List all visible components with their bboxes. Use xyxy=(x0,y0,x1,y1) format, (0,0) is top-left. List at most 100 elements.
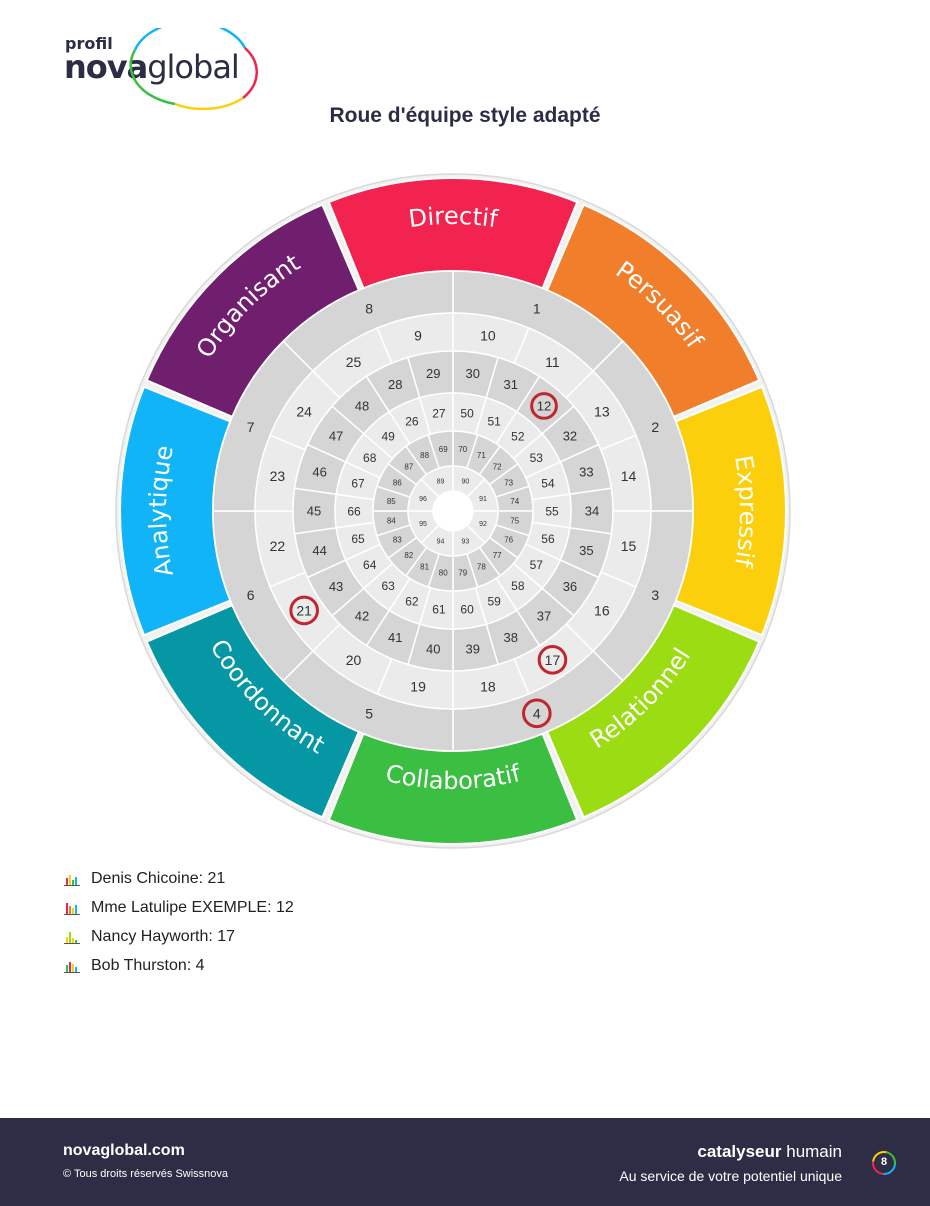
cell-number: 4 xyxy=(533,705,541,721)
cell-number: 46 xyxy=(312,465,326,480)
cell-number: 33 xyxy=(579,465,593,480)
mini-bar-chart-icon xyxy=(64,902,80,915)
mini-bar-chart-icon xyxy=(64,961,80,973)
cell-number: 29 xyxy=(426,366,440,381)
cell-number: 9 xyxy=(414,327,422,343)
footer-tagline: catalyseur humain xyxy=(697,1142,842,1161)
cell-number: 72 xyxy=(493,463,502,472)
legend-item: Mme Latulipe EXEMPLE: 12 xyxy=(64,893,294,922)
page-number-badge: 8 xyxy=(871,1150,897,1176)
cell-number: 31 xyxy=(504,377,518,392)
cell-number: 63 xyxy=(381,579,395,593)
cell-number: 17 xyxy=(545,652,561,668)
cell-number: 95 xyxy=(419,521,427,528)
cell-number: 94 xyxy=(437,539,445,546)
highlight-marker xyxy=(537,645,568,675)
legend-item: Denis Chicoine: 21 xyxy=(64,864,294,893)
legend-label: Nancy Hayworth: 17 xyxy=(91,927,236,945)
cell-number: 76 xyxy=(504,535,513,544)
cell-number: 41 xyxy=(388,630,402,645)
cell-number: 55 xyxy=(545,504,559,518)
cell-number: 68 xyxy=(363,451,377,465)
cell-number: 64 xyxy=(363,558,377,572)
cell-number: 70 xyxy=(458,445,467,454)
cell-number: 75 xyxy=(510,517,519,526)
cell-number: 28 xyxy=(388,377,402,392)
cell-number: 14 xyxy=(621,468,637,484)
cell-number: 69 xyxy=(439,445,448,454)
cell-number: 1 xyxy=(533,301,541,317)
cell-number: 38 xyxy=(504,630,518,645)
cell-number: 85 xyxy=(387,497,396,506)
legend-item: Nancy Hayworth: 17 xyxy=(64,922,294,951)
cell-number: 42 xyxy=(355,609,369,624)
cell-number: 82 xyxy=(404,551,413,560)
legend-label: Bob Thurston: 4 xyxy=(91,956,205,974)
cell-number: 7 xyxy=(247,419,255,435)
cell-number: 40 xyxy=(426,641,440,656)
cell-number: 96 xyxy=(419,496,427,503)
cell-number: 13 xyxy=(594,404,610,420)
cell-number: 67 xyxy=(351,476,365,490)
cell-number: 36 xyxy=(563,579,577,594)
cell-number: 6 xyxy=(247,587,255,603)
cell-number: 58 xyxy=(511,579,525,593)
footer-site-link[interactable]: novaglobal.com xyxy=(63,1142,185,1159)
cell-number: 92 xyxy=(479,521,487,528)
cell-number: 21 xyxy=(296,602,312,618)
logo: profil novaglobal xyxy=(60,28,270,112)
cell-number: 60 xyxy=(460,602,474,616)
highlight-marker xyxy=(289,595,319,626)
team-wheel: DirectifPersuasifExpressifRelationnelCol… xyxy=(115,173,791,849)
cell-number: 80 xyxy=(439,569,448,578)
cell-number: 48 xyxy=(355,399,369,414)
cell-number: 54 xyxy=(541,476,555,490)
cell-number: 37 xyxy=(537,609,551,624)
cell-number: 52 xyxy=(511,430,525,444)
cell-number: 89 xyxy=(437,478,445,485)
cell-number: 24 xyxy=(296,404,312,420)
cell-number: 27 xyxy=(432,406,446,420)
cell-number: 3 xyxy=(651,587,659,603)
cell-number: 16 xyxy=(594,602,610,618)
cell-number: 65 xyxy=(351,532,365,546)
footer-copyright: © Tous droits réservés Swissnova xyxy=(63,1168,229,1180)
cell-number: 88 xyxy=(420,451,429,460)
page-title: Roue d'équipe style adapté xyxy=(329,104,601,127)
highlight-marker xyxy=(522,698,552,729)
cell-number: 86 xyxy=(393,479,402,488)
cell-number: 34 xyxy=(585,504,599,519)
cell-number: 8 xyxy=(365,301,373,317)
cell-number: 56 xyxy=(541,532,555,546)
cell-number: 39 xyxy=(466,641,480,656)
cell-number: 22 xyxy=(270,538,286,554)
cell-number: 10 xyxy=(480,327,496,343)
cell-number: 61 xyxy=(432,602,446,616)
cell-number: 20 xyxy=(346,652,362,668)
segment-label: Directif xyxy=(407,202,500,233)
page-number: 8 xyxy=(880,1156,888,1168)
cell-number: 23 xyxy=(270,468,286,484)
cell-number: 19 xyxy=(410,679,426,695)
cell-number: 18 xyxy=(480,679,496,695)
cell-number: 25 xyxy=(346,354,362,370)
footer: novaglobal.com © Tous droits réservés Sw… xyxy=(0,1118,930,1206)
cell-number: 44 xyxy=(312,543,326,558)
cell-number: 87 xyxy=(404,463,413,472)
cell-number: 91 xyxy=(479,496,487,503)
cell-number: 43 xyxy=(329,579,343,594)
footer-subtitle: Au service de votre potentiel unique xyxy=(619,1168,842,1184)
cell-number: 47 xyxy=(329,429,343,444)
cell-number: 93 xyxy=(462,539,470,546)
cell-number: 84 xyxy=(387,517,396,526)
wheel-center xyxy=(433,491,473,531)
cell-number: 77 xyxy=(493,551,502,560)
cell-number: 30 xyxy=(466,366,480,381)
cell-number: 57 xyxy=(530,558,544,572)
cell-number: 78 xyxy=(477,563,486,572)
cell-number: 49 xyxy=(381,430,395,444)
mini-bar-chart-icon xyxy=(64,931,80,944)
cell-number: 15 xyxy=(621,538,637,554)
mini-bar-chart-icon xyxy=(64,874,80,886)
cell-number: 83 xyxy=(393,535,402,544)
